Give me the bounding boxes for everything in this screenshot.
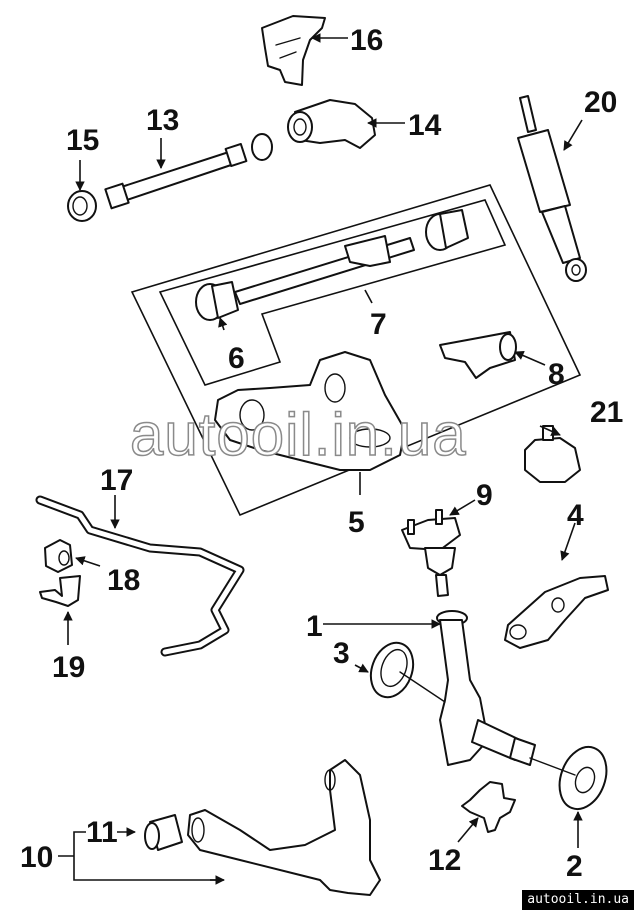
leader-lines <box>58 33 583 885</box>
torsion-bar-part <box>104 142 248 210</box>
bump-stop-part <box>524 425 581 483</box>
callout-14: 14 <box>408 109 442 142</box>
callout-6: 6 <box>228 342 245 375</box>
lower-arm-bushing-part <box>144 814 183 851</box>
leader-12 <box>457 817 479 843</box>
callout-13: 13 <box>146 104 179 137</box>
callout-2: 2 <box>566 850 583 883</box>
leader-3 <box>354 663 369 673</box>
shaft-kit-outline <box>158 199 507 386</box>
callout-20: 20 <box>584 86 617 119</box>
callout-18: 18 <box>107 564 140 597</box>
leader-8 <box>514 351 546 366</box>
callout-19: 19 <box>52 651 85 684</box>
callout-21: 21 <box>590 396 623 429</box>
upper-arm-shaft-part <box>195 209 469 321</box>
stabilizer-bracket-part <box>39 575 81 607</box>
callout-8: 8 <box>548 358 565 391</box>
hub-dust-shield-part <box>529 746 608 810</box>
torsion-bar-anchor-part <box>251 99 376 161</box>
callout-3: 3 <box>333 637 350 670</box>
lower-ball-joint-part <box>461 781 516 833</box>
callout-4: 4 <box>567 499 584 532</box>
stabilizer-bushing-part <box>44 539 73 573</box>
callout-9: 9 <box>476 479 493 512</box>
watermark-text: autooil.in.ua <box>130 401 467 468</box>
stabilizer-bar-part <box>35 495 245 657</box>
leader-7 <box>364 289 373 304</box>
callout-11: 11 <box>86 816 118 849</box>
kit-outline <box>130 184 582 517</box>
leader-18 <box>75 556 101 567</box>
leader-4 <box>560 522 576 561</box>
callout-7: 7 <box>370 308 387 341</box>
shock-absorber-part <box>517 95 587 282</box>
anchor-bracket-part <box>261 15 326 86</box>
upper-control-arm-part <box>214 351 406 471</box>
leader-21 <box>539 425 561 436</box>
leader-9 <box>449 499 476 516</box>
torsion-bar-seat-part <box>67 190 97 222</box>
callout-10: 10 <box>20 841 53 874</box>
callout-12: 12 <box>428 844 461 877</box>
bracket-part <box>439 331 517 379</box>
steering-arm-part <box>504 575 609 649</box>
leader-6 <box>218 317 228 331</box>
callout-5: 5 <box>348 506 365 539</box>
lower-control-arm-part <box>187 759 381 896</box>
callout-15: 15 <box>66 124 99 157</box>
callout-labels: 16 14 13 15 20 6 7 8 5 21 9 4 1 3 2 12 1… <box>20 24 623 883</box>
leader-10 <box>58 831 222 881</box>
callout-16: 16 <box>350 24 383 57</box>
callout-1: 1 <box>306 610 323 643</box>
upper-ball-joint-part <box>401 509 461 597</box>
knuckle-seal-part <box>369 641 446 703</box>
watermark-badge: autooil.in.ua <box>522 890 634 910</box>
callout-17: 17 <box>100 464 133 497</box>
leader-20 <box>563 119 583 151</box>
steering-knuckle-part <box>436 610 536 766</box>
